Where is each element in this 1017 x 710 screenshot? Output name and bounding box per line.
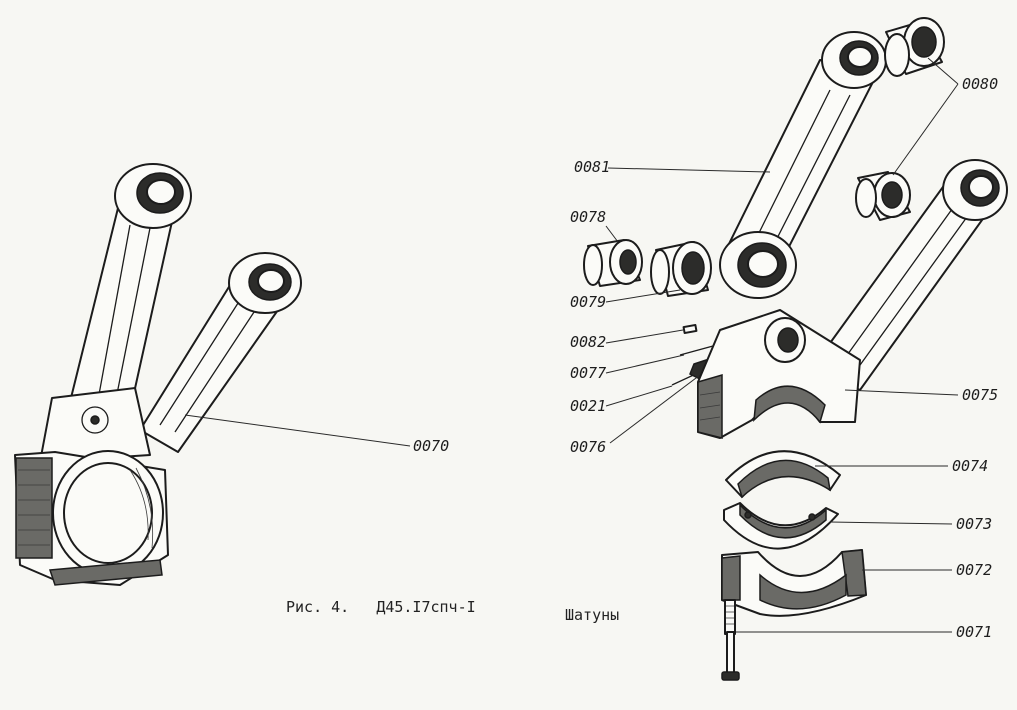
label-0021: 0021 [570, 397, 606, 415]
cap-bolt-0071 [721, 599, 740, 681]
front-rod-bushing [146, 179, 176, 205]
label-0074: 0074 [952, 457, 988, 475]
label-0075: 0075 [962, 386, 998, 404]
label-0073: 0073 [956, 515, 992, 533]
label-0080: 0080 [962, 75, 998, 93]
housing-base-shadow [48, 559, 163, 586]
bearing-shell-0073 [723, 502, 839, 550]
cap-bolt-side-block [15, 457, 53, 559]
label-0081: 0081 [574, 158, 610, 176]
front-rod-big-end-boss [39, 387, 151, 463]
sleeves-0078-0079 [583, 239, 712, 297]
rod-0081-rib [747, 89, 851, 263]
big-end-saddle-shadow [753, 385, 826, 424]
boss-eye [81, 406, 109, 434]
front-rod-rib [97, 224, 151, 405]
rod-0075-rib [839, 204, 973, 373]
boss-pin [90, 415, 100, 425]
rod-0075 [697, 159, 1008, 439]
figure-title: Шатуны [565, 606, 620, 624]
figure-number: Рис. 4. [286, 598, 350, 616]
label-0082: 0082 [570, 333, 606, 351]
front-rod-shank [67, 199, 176, 421]
drawing-code: Д45.I7спч-I [376, 598, 476, 616]
big-end-bearing-shell [63, 462, 153, 564]
label-0076: 0076 [570, 438, 606, 456]
label-0070: 0070 [413, 437, 449, 455]
rear-rod-rib [159, 299, 259, 433]
label-0071: 0071 [956, 623, 992, 641]
label-0072: 0072 [956, 561, 992, 579]
bolt-head [721, 671, 740, 681]
label-0078: 0078 [570, 208, 606, 226]
assembled-connecting-rods [14, 163, 302, 586]
rod-0081 [719, 31, 887, 299]
rear-rod-bushing [257, 269, 285, 293]
label-0077: 0077 [570, 364, 606, 382]
label-0079: 0079 [570, 293, 606, 311]
key-0082 [682, 324, 698, 334]
bushings-0080 [855, 17, 945, 221]
